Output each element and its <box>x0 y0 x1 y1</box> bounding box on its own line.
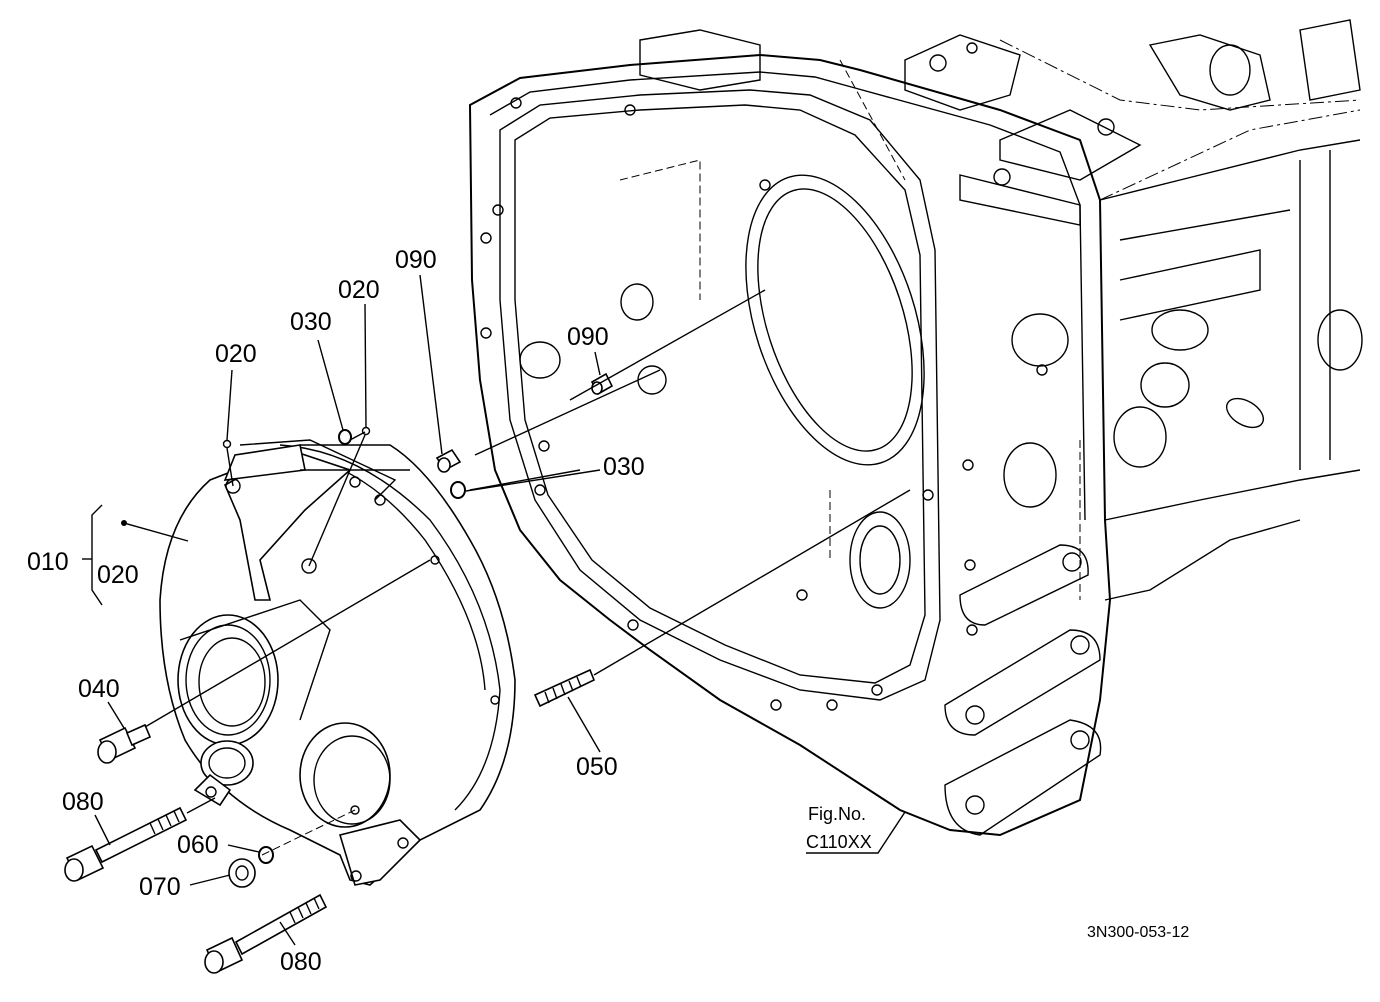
label-030-top: 030 <box>290 308 332 336</box>
fig-label: Fig.No. <box>808 804 866 824</box>
nut-070 <box>228 858 256 888</box>
label-060: 060 <box>177 831 219 859</box>
part-labels: 010 020 020 020 030 030 040 050 060 070 … <box>27 246 645 976</box>
label-090-top: 090 <box>395 246 437 274</box>
label-040: 040 <box>78 675 120 703</box>
callout-leaders <box>82 274 906 946</box>
spring-washer-060 <box>258 846 274 864</box>
label-050: 050 <box>576 753 618 781</box>
stud-bolt-050 <box>533 668 596 708</box>
label-080-upper: 080 <box>62 788 104 816</box>
cover-housing-010 <box>159 439 516 886</box>
label-020-right: 020 <box>338 276 380 304</box>
bolt-080-upper <box>64 806 188 882</box>
plug-bolt-040 <box>97 723 152 764</box>
dowel-pin-090-a <box>435 448 462 473</box>
dowel-pin-090-b <box>590 372 614 396</box>
label-010: 010 <box>27 548 69 576</box>
o-ring-030-b <box>450 481 466 499</box>
label-090-inner: 090 <box>567 323 609 351</box>
transmission-case <box>468 19 1363 837</box>
figure-reference: Fig.No. C110XX <box>806 804 872 852</box>
drawing-id: 3N300-053-12 <box>1087 924 1189 941</box>
label-080-lower: 080 <box>280 948 322 976</box>
label-020-group: 020 <box>97 561 139 589</box>
bracket-010 <box>91 504 103 606</box>
fig-code: C110XX <box>806 832 872 852</box>
o-ring-030-a <box>338 429 352 445</box>
assembly-lines <box>144 289 911 856</box>
label-070: 070 <box>139 873 181 901</box>
label-020-left: 020 <box>215 340 257 368</box>
label-030-mid: 030 <box>603 453 645 481</box>
